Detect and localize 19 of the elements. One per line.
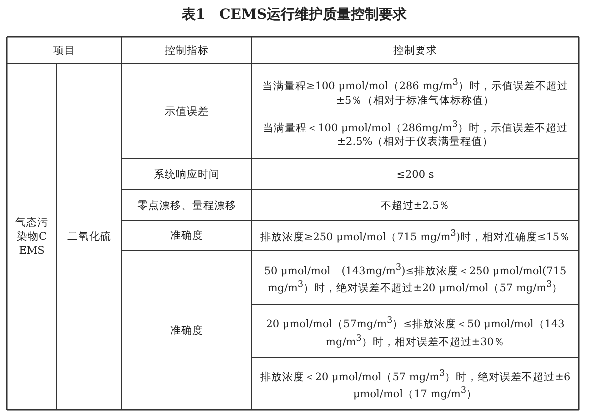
requirement-text: 排放浓度＜20 μmol/mol（57 mg/m$^{3}$）时，绝对误差不超过±6 μmol/mol（17 mg/m$^{3}$） [259,368,572,402]
table-title: 表1 CEMS运行维护质量控制要求 [180,6,408,24]
requirement-text: ≤200 s [396,168,434,182]
requirement-text: 排放浓度≥250 μmol/mol（715 mg/m$^{3}$)时，相对准确度≤15％ [260,228,571,245]
requirement-text: 当满量程≥100 μmol/mol（286 mg/m$^{3}$）时，示值误差不超过±5％（相对于标准气体标称值） [262,77,570,108]
requirement-text: 当满量程＜100 μmol/mol（286mg/m$^{3}$）时，示值误差不超过±2.5%（相对于仪表满量程值） [262,118,569,149]
header-text: 项目 [54,44,76,58]
indicator-text: 准确度 [170,229,204,243]
requirement-text: 50 μmol/mol (143mg/m$^{3}$)≤排放浓度＜250 μmol/mol(715 mg/m$^{3}$）时，绝对误差不超过±20 μmol/mol（57 mg/m$^{3}$） [263,262,568,296]
indicator-text: 示值误差 [165,104,209,118]
indicator-text: 零点漂移、量程漂移 [138,198,236,212]
indicator-text: 系统响应时间 [154,168,220,182]
requirement-text: 不超过±2.5％ [380,198,450,212]
requirement-text: 20 μmol/mol（57mg/m$^{3}$）≤排放浓度＜50 μmol/mol（143 mg/m$^{3}$）时，相对误差不超过±30％ [265,315,566,349]
header-text: 控制指标 [165,44,209,58]
row-header-text: 二氧化硫 [68,230,112,244]
indicator-text: 准确度 [170,324,204,338]
header-text: 控制要求 [394,44,438,58]
row-header-text: 气态污染物CEMS [14,216,50,258]
